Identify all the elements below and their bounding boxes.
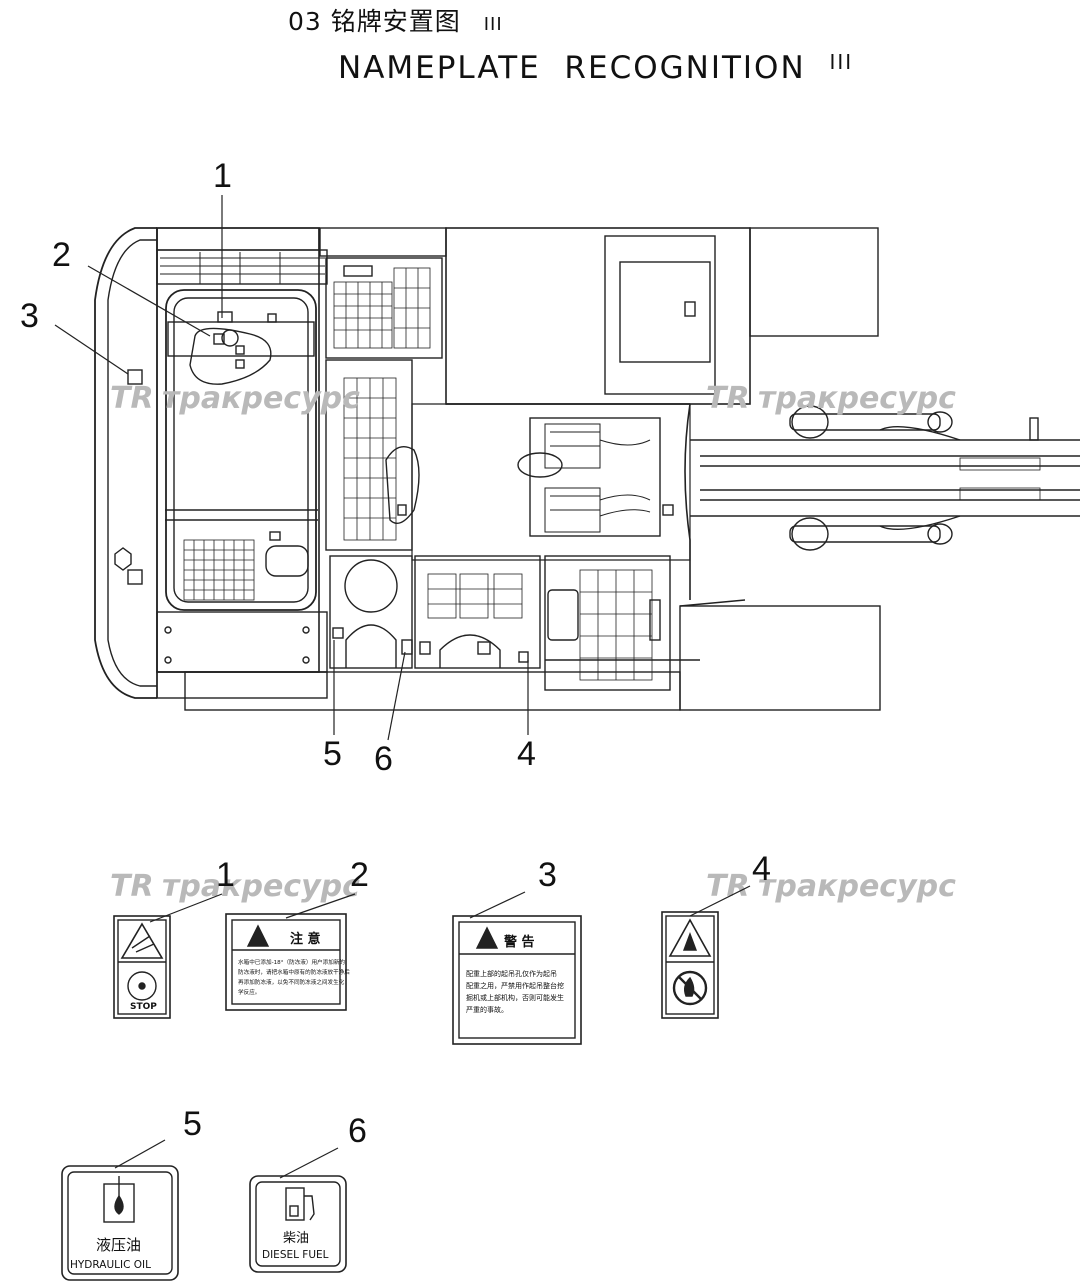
callout-4: 4	[517, 735, 536, 773]
control-valves	[544, 423, 651, 533]
label-2-line-4: 学反应。	[238, 988, 260, 996]
watermark-1: TR тракресурс	[110, 381, 360, 416]
label-3-header: 警 告	[504, 934, 535, 950]
svg-text:TR: TR	[110, 869, 154, 904]
callout-3: 3	[20, 297, 39, 335]
page-title-cn: 03 铭牌安置图 III	[288, 2, 503, 38]
label-2-header: 注 意	[290, 931, 321, 947]
svg-text:тракресурс: тракресурс	[162, 869, 360, 904]
label-2-number: 2	[350, 856, 369, 894]
watermark-4: TR тракресурс	[706, 869, 956, 904]
svg-text:TR: TR	[706, 869, 750, 904]
hand-crush-warning-icon	[120, 922, 164, 959]
callout-1: 1	[213, 157, 232, 195]
callout-5: 5	[323, 735, 342, 773]
label-1-number: 1	[216, 856, 235, 894]
rotating-fan-icon	[127, 971, 157, 1001]
battery-mesh	[427, 573, 523, 619]
label-3-line-3: 掘机或上部机构，否则可能发生	[466, 993, 564, 1002]
label-6-en: DIESEL FUEL	[262, 1249, 329, 1261]
label-3-number: 3	[538, 856, 557, 894]
label-5[interactable]: 5 液压油 HYDRAULIC OIL	[61, 1105, 202, 1281]
callout-6: 6	[374, 740, 393, 778]
watermark-3: TR тракресурс	[110, 869, 360, 904]
svg-text:тракресурс: тракресурс	[758, 869, 956, 904]
title-en-suffix: III	[829, 50, 854, 74]
title-cn-text: 03 铭牌安置图	[288, 7, 461, 36]
svg-text:тракресурс: тракресурс	[758, 381, 956, 416]
svg-text:TR: TR	[110, 381, 154, 416]
radiator-grille	[160, 252, 325, 284]
label-5-en: HYDRAULIC OIL	[70, 1259, 151, 1271]
label-2-line-2: 防冻液时，请把水箱中原有的防冻液放干净后	[238, 968, 350, 976]
title-cn-suffix: III	[483, 14, 503, 35]
label-6-cn: 柴油	[283, 1231, 309, 1246]
callouts-top: 1 2 3 5 6 4	[20, 157, 536, 778]
callout-2: 2	[52, 236, 71, 274]
no-fire-icon	[672, 970, 708, 1006]
watermarks: TR тракресурс TR тракресурс TR тракресур…	[110, 381, 956, 904]
label-6-number: 6	[348, 1112, 367, 1150]
label-3-line-1: 配重上部的起吊孔仅作为起吊	[466, 969, 557, 978]
boom[interactable]	[684, 403, 1080, 600]
machine-top-view	[94, 227, 1080, 711]
label-1[interactable]: 1 STOP	[113, 856, 235, 1019]
label-3[interactable]: 3 警 告 配重上部的起吊孔仅作为起吊 配重之用，严禁用作起吊整台挖 掘机或上部…	[452, 856, 582, 1045]
warning-icon	[475, 926, 499, 949]
pump-mesh	[333, 267, 431, 349]
explosion-hazard-icon	[668, 918, 712, 957]
title-en-text: NAMEPLATE RECOGNITION	[338, 50, 806, 86]
label-6[interactable]: 6 柴油 DIESEL FUEL	[249, 1112, 367, 1273]
label-2-line-1: 水箱中已添加-18°（防冻液）用户添加新的	[238, 958, 345, 966]
label-1-text: STOP	[130, 1002, 157, 1012]
caution-icon	[246, 924, 270, 947]
svg-text:TR: TR	[706, 381, 750, 416]
svg-text:тракресурс: тракресурс	[162, 381, 360, 416]
label-5-number: 5	[183, 1105, 202, 1143]
fuel-tank-mesh	[579, 569, 653, 681]
label-4[interactable]: 4	[661, 850, 771, 1019]
label-5-cn: 液压油	[96, 1236, 141, 1254]
label-2-line-3: 再添加防冻液，以免不同防冻液之间发生化	[238, 978, 345, 986]
page-title-en: NAMEPLATE RECOGNITION III	[338, 50, 853, 86]
watermark-2: TR тракресурс	[706, 381, 956, 416]
label-2[interactable]: 2 注 意 水箱中已添加-18°（防冻液）用户添加新的 防冻液时，请把水箱中原有…	[225, 856, 369, 1011]
label-4-number: 4	[752, 850, 771, 888]
label-3-line-2: 配重之用，严禁用作起吊整台挖	[466, 981, 564, 990]
engine-radiator-mesh	[183, 539, 255, 601]
label-3-line-4: 严重的事故。	[466, 1005, 508, 1014]
fuel-pump-icon	[285, 1187, 305, 1221]
